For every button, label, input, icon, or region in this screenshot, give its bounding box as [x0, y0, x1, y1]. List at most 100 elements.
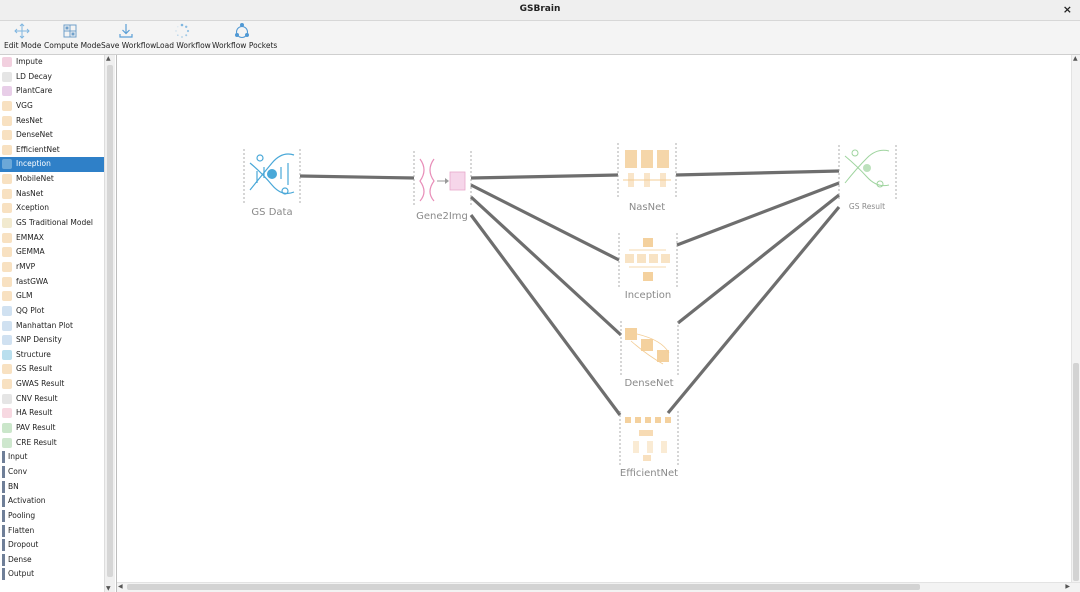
- module-item-label: GS Traditional Model: [16, 218, 93, 228]
- canvas-vertical-scrollbar[interactable]: ▲: [1071, 55, 1080, 583]
- layer-item-dense[interactable]: Dense: [0, 553, 104, 568]
- edges-layer: [299, 169, 841, 416]
- module-item-label: Structure: [16, 349, 51, 359]
- node-gene2img[interactable]: Gene2Img: [413, 151, 472, 222]
- layer-item-label: Conv: [8, 466, 28, 476]
- layer-item-output[interactable]: Output: [0, 567, 104, 582]
- module-item-nasnet[interactable]: NasNet: [0, 187, 104, 202]
- node-densenet[interactable]: DenseNet: [620, 321, 679, 389]
- save-workflow-button[interactable]: Save Workflow: [101, 22, 156, 53]
- module-item-inception[interactable]: Inception: [0, 157, 104, 173]
- module-item-plantcare[interactable]: PlantCare: [0, 84, 104, 99]
- sidebar-scroll-thumb[interactable]: [107, 65, 113, 577]
- module-item-label: SNP Density: [16, 335, 62, 345]
- module-item-xception[interactable]: Xception: [0, 201, 104, 216]
- scroll-left-icon[interactable]: ◀: [118, 583, 123, 590]
- scroll-up-icon[interactable]: ▲: [1073, 55, 1078, 62]
- module-item-resnet[interactable]: ResNet: [0, 114, 104, 129]
- layer-bar-icon: [2, 465, 5, 478]
- load-workflow-button[interactable]: Load Workflow: [156, 22, 211, 53]
- edge-inception-to-gsresult[interactable]: [676, 181, 840, 247]
- module-thumbnail-icon: [2, 174, 12, 185]
- layer-item-flatten[interactable]: Flatten: [0, 524, 104, 539]
- canvas-horizontal-scrollbar[interactable]: ◀ ▶: [117, 582, 1080, 592]
- edge-efficientnet-to-gsresult[interactable]: [666, 205, 841, 415]
- module-item-vgg[interactable]: VGG: [0, 99, 104, 114]
- module-item-efficientnet[interactable]: EfficientNet: [0, 143, 104, 158]
- module-item-ha-result[interactable]: HA Result: [0, 406, 104, 421]
- node-gs-result[interactable]: GS Result: [838, 145, 897, 211]
- layer-item-input[interactable]: Input: [0, 450, 104, 465]
- module-item-label: ResNet: [16, 115, 43, 125]
- module-item-cnv-result[interactable]: CNV Result: [0, 392, 104, 407]
- module-item-emmax[interactable]: EMMAX: [0, 231, 104, 246]
- layer-item-activation[interactable]: Activation: [0, 494, 104, 509]
- edit-mode-button[interactable]: Edit Mode: [4, 22, 41, 53]
- node-label: NasNet: [629, 202, 665, 213]
- sidebar-scrollbar[interactable]: ▲ ▼: [104, 55, 115, 592]
- canvas-vertical-scroll-thumb[interactable]: [1073, 363, 1079, 581]
- module-item-label: GEMMA: [16, 247, 45, 257]
- workflow-pockets-button[interactable]: Workflow Pockets: [212, 22, 277, 53]
- node-inception[interactable]: Inception: [618, 233, 678, 301]
- canvas-horizontal-scroll-thumb[interactable]: [127, 584, 920, 590]
- layer-item-dropout[interactable]: Dropout: [0, 538, 104, 553]
- close-icon[interactable]: ×: [1062, 3, 1072, 16]
- scroll-right-icon[interactable]: ▶: [1065, 583, 1070, 590]
- layer-bar-icon: [2, 568, 5, 581]
- module-item-snp-density[interactable]: SNP Density: [0, 333, 104, 348]
- module-thumbnail-icon: [2, 57, 12, 67]
- module-thumbnail-icon: [2, 364, 12, 375]
- module-item-cre-result[interactable]: CRE Result: [0, 436, 104, 451]
- edge-nasnet-to-gsresult[interactable]: [675, 169, 840, 177]
- module-item-densenet[interactable]: DenseNet: [0, 128, 104, 143]
- edge-gsdata-to-gene2img[interactable]: [299, 174, 415, 180]
- module-item-manhattan-plot[interactable]: Manhattan Plot: [0, 319, 104, 334]
- module-thumbnail-icon: [2, 261, 12, 272]
- layer-item-label: Flatten: [8, 525, 35, 535]
- module-thumbnail-icon: [2, 218, 12, 229]
- edge-gene2img-to-nasnet[interactable]: [470, 173, 619, 180]
- layer-item-conv[interactable]: Conv: [0, 465, 104, 480]
- module-item-glm[interactable]: GLM: [0, 289, 104, 304]
- efficientnet-icon: [625, 417, 671, 461]
- workflow-canvas[interactable]: GS Data Gene2Img: [117, 55, 1080, 592]
- module-item-fastgwa[interactable]: fastGWA: [0, 275, 104, 290]
- module-thumbnail-icon: [2, 291, 12, 302]
- node-efficientnet[interactable]: EfficientNet: [619, 411, 679, 479]
- scroll-up-icon[interactable]: ▲: [106, 55, 111, 62]
- module-item-gemma[interactable]: GEMMA: [0, 245, 104, 260]
- module-item-label: LD Decay: [16, 71, 52, 81]
- module-item-gs-traditional-model[interactable]: GS Traditional Model: [0, 216, 104, 231]
- workflow-graph[interactable]: GS Data Gene2Img: [117, 55, 1072, 583]
- layer-item-label: Output: [8, 569, 35, 579]
- module-item-label: Inception: [16, 159, 51, 169]
- node-label: EfficientNet: [620, 468, 678, 479]
- module-item-gs-result[interactable]: GS Result: [0, 362, 104, 377]
- save-workflow-icon: [119, 24, 133, 38]
- module-item-mobilenet[interactable]: MobileNet: [0, 172, 104, 187]
- node-gs-data[interactable]: GS Data: [243, 149, 301, 218]
- layer-item-label: Dropout: [8, 540, 39, 550]
- module-thumbnail-icon: [2, 144, 12, 155]
- edge-gene2img-to-densenet[interactable]: [469, 195, 623, 337]
- compute-mode-button[interactable]: Compute Mode: [44, 22, 101, 53]
- module-item-pav-result[interactable]: PAV Result: [0, 421, 104, 436]
- scroll-down-icon[interactable]: ▼: [106, 585, 111, 592]
- module-item-qq-plot[interactable]: QQ Plot: [0, 304, 104, 319]
- layer-item-pooling[interactable]: Pooling: [0, 509, 104, 524]
- module-item-ld-decay[interactable]: LD Decay: [0, 70, 104, 85]
- module-item-gwas-result[interactable]: GWAS Result: [0, 377, 104, 392]
- edge-gene2img-to-efficientnet[interactable]: [469, 214, 622, 416]
- module-thumbnail-icon: [2, 393, 12, 404]
- edge-gene2img-to-inception[interactable]: [470, 183, 620, 262]
- module-item-structure[interactable]: Structure: [0, 348, 104, 363]
- node-nasnet[interactable]: NasNet: [617, 143, 677, 213]
- module-item-impute[interactable]: Impute: [0, 55, 104, 70]
- edge-densenet-to-gsresult[interactable]: [677, 193, 840, 325]
- layer-bar-icon: [2, 553, 5, 566]
- module-item-rmvp[interactable]: rMVP: [0, 260, 104, 275]
- module-thumbnail-icon: [2, 335, 12, 346]
- layer-item-bn[interactable]: BN: [0, 480, 104, 495]
- inception-icon: [625, 238, 670, 281]
